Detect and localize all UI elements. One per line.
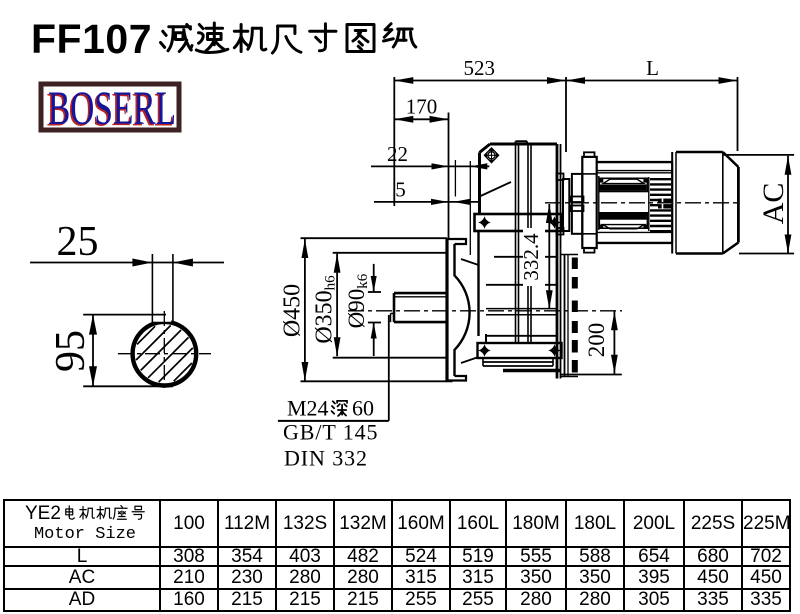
svg-text:Ø90k6: Ø90k6 [344,273,371,328]
svg-text:GB/T 145: GB/T 145 [283,420,378,445]
svg-text:25: 25 [57,219,99,265]
svg-text:AC: AC [757,183,790,225]
svg-text:BOSERL: BOSERL [48,82,176,135]
svg-text:200: 200 [584,323,609,358]
svg-text:523: 523 [464,56,496,80]
svg-text:BOSERL: BOSERL [46,83,174,136]
svg-text:60: 60 [352,396,374,421]
svg-text:Ø450: Ø450 [280,284,306,337]
svg-text:M24: M24 [287,396,329,421]
svg-text:Motor Size: Motor Size [34,525,136,544]
svg-text:FF107: FF107 [31,16,152,62]
svg-text:DIN 332: DIN 332 [284,446,368,471]
svg-text:YE2: YE2 [25,503,61,524]
svg-text:95: 95 [48,330,94,372]
svg-text:5: 5 [395,177,406,201]
svg-text:170: 170 [406,95,438,119]
svg-text:Ø350h6: Ø350h6 [312,275,339,344]
svg-text:332.4: 332.4 [519,233,543,281]
svg-text:22: 22 [387,142,408,166]
svg-text:L: L [646,56,659,80]
